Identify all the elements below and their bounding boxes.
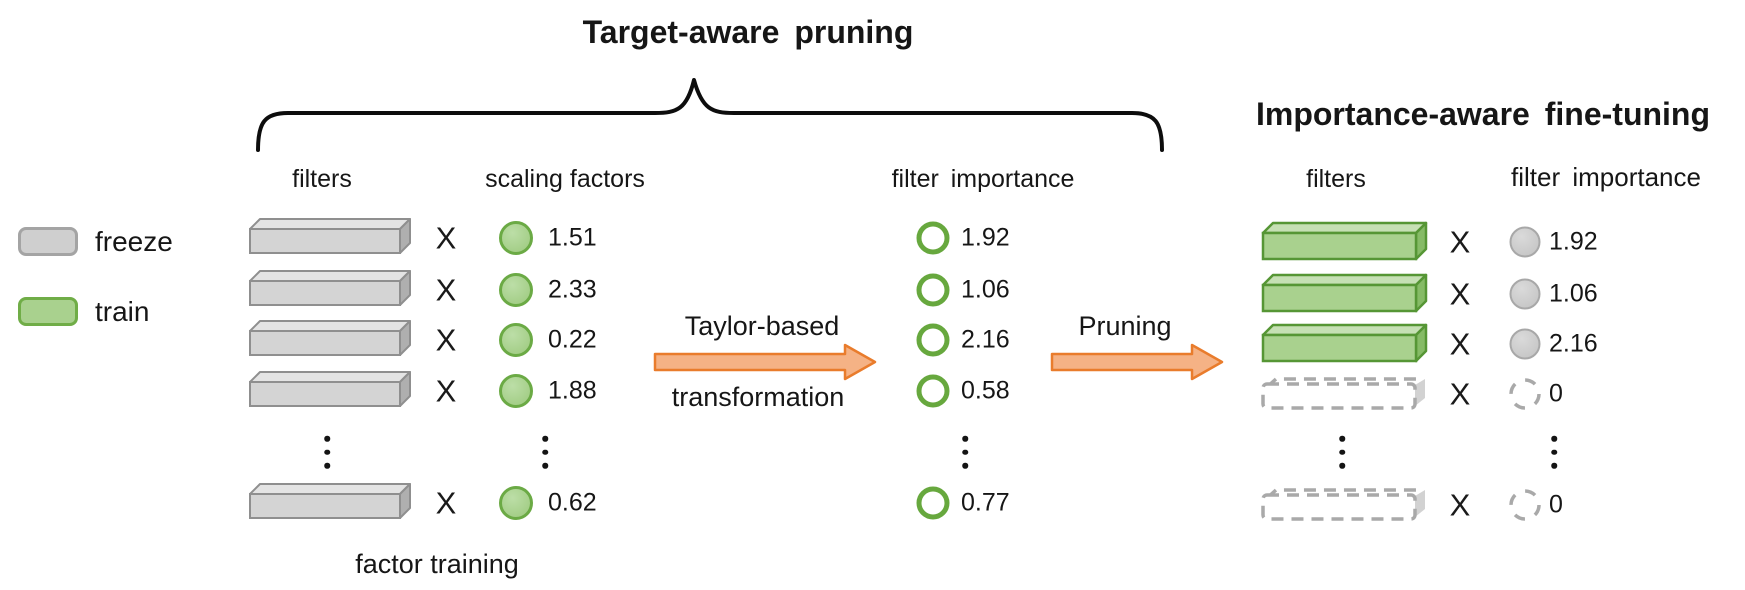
header-filters-left: filters (292, 165, 352, 193)
multiply-sign: X (435, 220, 457, 256)
filter-importance-circle-frozen (1509, 278, 1541, 310)
vertical-ellipsis (1551, 435, 1557, 469)
filter-importance-circle (916, 323, 950, 357)
gray-filter-bar (249, 371, 411, 407)
scaling-factor-value: 1.51 (548, 223, 597, 252)
filter-importance-value: 0 (1549, 379, 1563, 408)
legend-freeze-label: freeze (95, 226, 173, 257)
multiply-sign: X (1449, 276, 1471, 312)
vertical-ellipsis (542, 435, 548, 469)
pruned-filter-bar (1261, 377, 1425, 410)
vertical-ellipsis (324, 435, 330, 469)
green-filter-bar (1261, 273, 1428, 313)
multiply-sign: X (435, 272, 457, 308)
scaling-factor-value: 0.62 (548, 488, 597, 517)
taylor-transformation-label-line1: Taylor-based (684, 311, 840, 341)
filter-importance-circle (916, 486, 950, 520)
pruned-importance-circle (1509, 378, 1541, 410)
filter-importance-value: 1.92 (1549, 227, 1598, 256)
pruning-label: Pruning (1078, 311, 1172, 341)
pruned-filter-bar (1261, 488, 1425, 521)
scaling-factor-value: 1.88 (548, 376, 597, 405)
filter-importance-value: 1.06 (961, 275, 1010, 304)
legend-train-swatch (18, 297, 78, 326)
scaling-factor-circle (499, 374, 533, 408)
filter-importance-circle (916, 221, 950, 255)
multiply-sign: X (435, 485, 457, 521)
green-filter-bar (1261, 323, 1428, 363)
gray-filter-bar (249, 483, 411, 519)
multiply-sign: X (1449, 376, 1471, 412)
filter-importance-value: 0.58 (961, 376, 1010, 405)
gray-filter-bar (249, 218, 411, 254)
multiply-sign: X (435, 373, 457, 409)
filter-importance-value: 0 (1549, 490, 1563, 519)
taylor-transformation-label-line2: transformation (671, 382, 845, 412)
multiply-sign: X (1449, 224, 1471, 260)
scaling-factor-circle (499, 273, 533, 307)
left-section-title: Target-aware pruning (582, 14, 914, 50)
legend-freeze-swatch (18, 227, 78, 256)
filter-importance-value: 1.06 (1549, 279, 1598, 308)
filter-importance-value: 1.92 (961, 223, 1010, 252)
vertical-ellipsis (962, 435, 968, 469)
green-filter-bar (1261, 221, 1428, 261)
scaling-factor-value: 2.33 (548, 275, 597, 304)
filter-importance-circle (916, 374, 950, 408)
scaling-factor-circle (499, 221, 533, 255)
pruned-importance-circle (1509, 489, 1541, 521)
scaling-factor-circle (499, 486, 533, 520)
factor-training-label: factor training (355, 549, 519, 579)
header-filter-importance-mid: filter importance (891, 165, 1075, 193)
filter-importance-circle-frozen (1509, 328, 1541, 360)
header-filters-right: filters (1306, 165, 1366, 193)
gray-filter-bar (249, 320, 411, 356)
header-filter-importance-right: filter importance (1511, 162, 1701, 192)
multiply-sign: X (1449, 487, 1471, 523)
filter-importance-circle (916, 273, 950, 307)
scaling-factor-value: 0.22 (548, 325, 597, 354)
taylor-transformation-arrow (653, 343, 877, 381)
gray-filter-bar (249, 270, 411, 306)
filter-importance-value: 2.16 (961, 325, 1010, 354)
filter-importance-value: 0.77 (961, 488, 1010, 517)
right-section-title: Importance-aware fine-tuning (1255, 96, 1711, 132)
multiply-sign: X (435, 322, 457, 358)
curly-brace (256, 78, 1164, 152)
filter-importance-circle-frozen (1509, 226, 1541, 258)
filter-importance-value: 2.16 (1549, 329, 1598, 358)
vertical-ellipsis (1339, 435, 1345, 469)
scaling-factor-circle (499, 323, 533, 357)
pruning-arrow (1050, 343, 1224, 381)
header-scaling-factors: scaling factors (485, 165, 645, 193)
multiply-sign: X (1449, 326, 1471, 362)
legend-train-label: train (95, 296, 150, 327)
